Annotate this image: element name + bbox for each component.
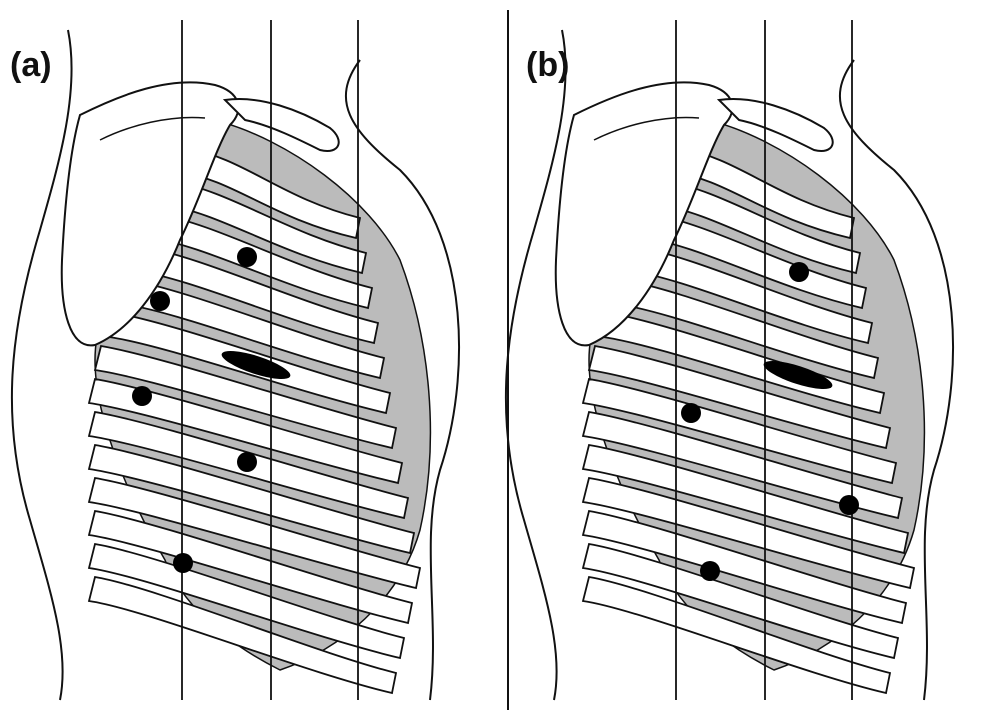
point-marker [789,262,809,282]
body-outline-left [12,30,72,700]
ribcage-diagram-b [494,0,987,710]
panel-label-b: (b) [526,46,569,85]
panel-label-a: (a) [10,46,52,85]
panel-a: (a) [0,0,493,710]
ribcage-diagram-a [0,0,493,710]
panel-b: (b) [494,0,987,710]
point-marker [150,291,170,311]
point-marker [132,386,152,406]
point-marker [681,403,701,423]
point-marker [237,247,257,267]
body-outline-left [506,30,566,700]
point-marker [237,452,257,472]
point-marker [173,553,193,573]
point-marker [839,495,859,515]
point-marker [700,561,720,581]
